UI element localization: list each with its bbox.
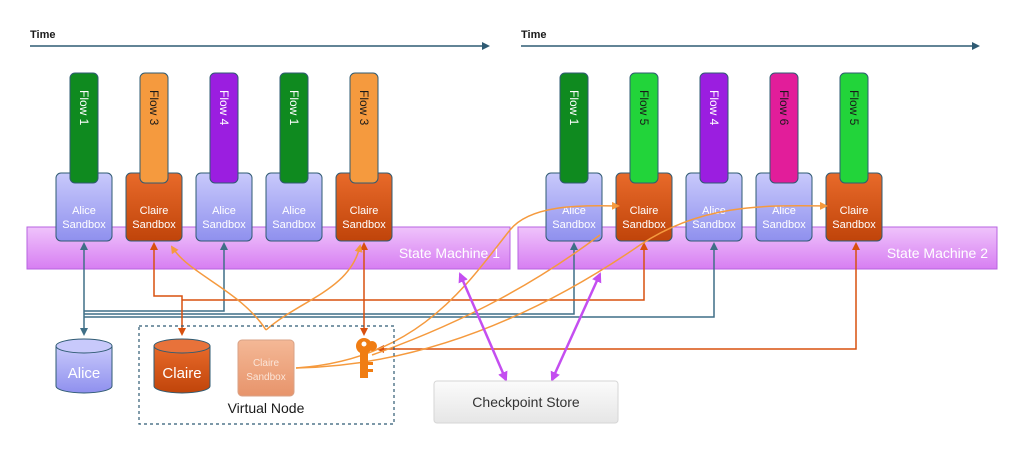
flow-label: Flow 1 xyxy=(287,90,301,126)
sandbox-type: Sandbox xyxy=(62,219,106,231)
claire-db-connectors xyxy=(150,242,860,353)
virtual-sandbox-owner: Claire xyxy=(253,358,280,369)
sandbox-type: Sandbox xyxy=(202,219,246,231)
state-machine-1-label: State Machine 1 xyxy=(399,245,500,261)
flow-8: Flow 4 xyxy=(699,72,729,184)
flow-2: Flow 3 xyxy=(139,72,169,184)
virtual-node-container xyxy=(138,325,395,425)
claire-database-label: Claire xyxy=(162,365,201,382)
sandbox-owner: Claire xyxy=(140,205,169,217)
virtual-sandbox-type: Sandbox xyxy=(246,372,285,383)
flow-label: Flow 5 xyxy=(847,90,861,126)
flow-1: Flow 1 xyxy=(69,72,99,184)
key-icon xyxy=(356,338,377,378)
sandbox-owner: Alice xyxy=(212,205,236,217)
sandbox-owner: Claire xyxy=(350,205,379,217)
checkpoint-store-label: Checkpoint Store xyxy=(472,394,580,410)
flow-label: Flow 1 xyxy=(567,90,581,126)
sandbox-type: Sandbox xyxy=(762,219,806,231)
sandbox-2: Claire Sandbox xyxy=(125,172,183,242)
sandbox-type: Sandbox xyxy=(132,219,176,231)
timeline-2: Time xyxy=(521,29,980,50)
sandbox-owner: Claire xyxy=(840,205,869,217)
sandbox-type: Sandbox xyxy=(692,219,736,231)
sandbox-owner: Alice xyxy=(702,205,726,217)
virtual-sandbox-connectors xyxy=(170,201,828,369)
flow-label: Flow 5 xyxy=(637,90,651,126)
flow-7: Flow 5 xyxy=(629,72,659,184)
flow-10: Flow 5 xyxy=(839,72,869,184)
checkpoint-links xyxy=(458,272,602,382)
flow-label: Flow 1 xyxy=(77,90,91,126)
sandbox-owner: Claire xyxy=(630,205,659,217)
timeline-label: Time xyxy=(521,29,546,41)
sandbox-4: Alice Sandbox xyxy=(265,172,323,242)
sandbox-3: Alice Sandbox xyxy=(195,172,253,242)
sandbox-9: Alice Sandbox xyxy=(755,172,813,242)
sandbox-8: Alice Sandbox xyxy=(685,172,743,242)
flow-label: Flow 6 xyxy=(777,90,791,126)
sandbox-owner: Alice xyxy=(772,205,796,217)
sandbox-owner: Alice xyxy=(562,205,586,217)
sandbox-5: Claire Sandbox xyxy=(335,172,393,242)
checkpoint-store: Checkpoint Store xyxy=(433,380,619,424)
alice-database-label: Alice xyxy=(68,365,101,382)
sandbox-type: Sandbox xyxy=(832,219,876,231)
sandbox-owner: Alice xyxy=(72,205,96,217)
claire-database: Claire xyxy=(153,338,211,394)
sandbox-type: Sandbox xyxy=(342,219,386,231)
sandbox-owner: Alice xyxy=(282,205,306,217)
alice-database: Alice xyxy=(55,338,113,394)
flow-9: Flow 6 xyxy=(769,72,799,184)
timeline-label: Time xyxy=(30,29,55,41)
flow-5: Flow 3 xyxy=(349,72,379,184)
flow-label: Flow 3 xyxy=(357,90,371,126)
flow-6: Flow 1 xyxy=(559,72,589,184)
flow-label: Flow 4 xyxy=(217,90,231,126)
sandbox-type: Sandbox xyxy=(272,219,316,231)
sandbox-type: Sandbox xyxy=(552,219,596,231)
virtual-node-label: Virtual Node xyxy=(228,400,305,416)
flow-label: Flow 3 xyxy=(147,90,161,126)
flow-3: Flow 4 xyxy=(209,72,239,184)
flow-4: Flow 1 xyxy=(279,72,309,184)
virtual-claire-sandbox: Claire Sandbox xyxy=(237,339,295,397)
sandbox-1: Alice Sandbox xyxy=(55,172,113,242)
flow-label: Flow 4 xyxy=(707,90,721,126)
timeline-1: Time xyxy=(30,29,490,50)
state-machine-2-label: State Machine 2 xyxy=(887,245,988,261)
sandbox-type: Sandbox xyxy=(622,219,666,231)
